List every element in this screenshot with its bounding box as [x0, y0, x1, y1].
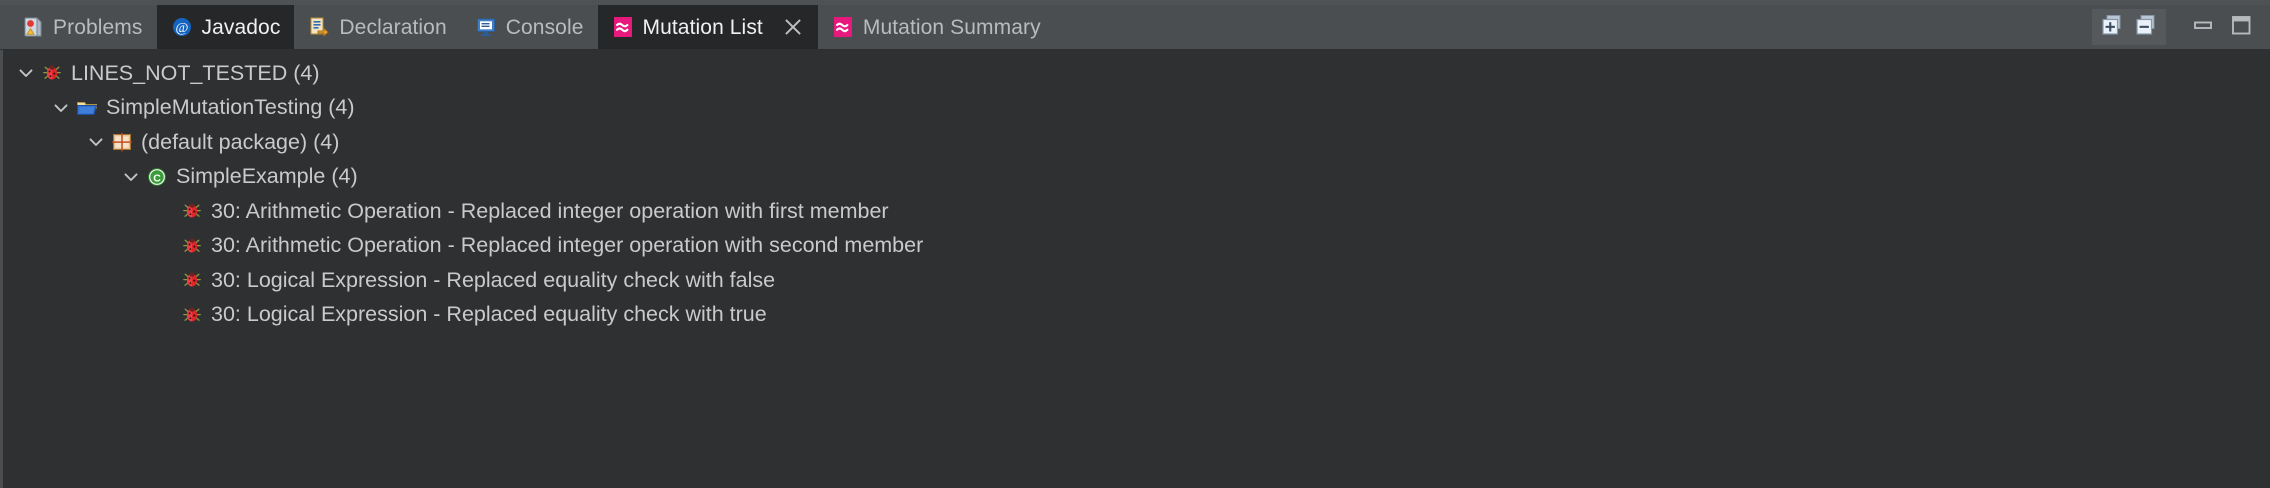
- tree-controls-group: [2092, 9, 2166, 45]
- tab-javadoc[interactable]: @ Javadoc: [156, 5, 295, 49]
- twisty-placeholder: [152, 263, 180, 297]
- close-icon[interactable]: [782, 16, 804, 38]
- twisty-placeholder: [152, 194, 180, 228]
- tree-row[interactable]: 30: Logical Expression - Replaced equali…: [3, 263, 2270, 298]
- twisty-placeholder: [152, 298, 180, 332]
- tree-row-label: (default package) (4): [141, 129, 340, 154]
- tab-mutation-summary-label: Mutation Summary: [862, 15, 1041, 39]
- tree-row[interactable]: (default package) (4): [3, 125, 2270, 160]
- folder-icon: [75, 96, 99, 120]
- collapse-all-icon: [2133, 12, 2159, 43]
- tree-row[interactable]: C SimpleExample (4): [3, 160, 2270, 195]
- bug-icon: [40, 61, 64, 85]
- tab-declaration[interactable]: Declaration: [294, 5, 460, 49]
- maximize-icon: [2228, 12, 2254, 43]
- mutation-wave-icon: [832, 16, 854, 38]
- expand-all-button[interactable]: [2095, 10, 2129, 44]
- tree-row[interactable]: LINES_NOT_TESTED (4): [3, 56, 2270, 91]
- tab-mutation-list[interactable]: Mutation List: [597, 5, 818, 49]
- problems-icon: [22, 16, 44, 38]
- tree-row-label: LINES_NOT_TESTED (4): [71, 60, 320, 85]
- tab-console[interactable]: Console: [461, 5, 598, 49]
- chevron-down-icon[interactable]: [47, 91, 75, 125]
- class-icon: C: [145, 165, 169, 189]
- bug-icon: [180, 199, 204, 223]
- tab-strip: Problems @ Javadoc: [0, 0, 1055, 49]
- tree-row-label: SimpleMutationTesting (4): [106, 95, 355, 119]
- svg-text:@: @: [175, 21, 188, 36]
- tab-mutation-summary[interactable]: Mutation Summary: [818, 5, 1055, 49]
- view-toolbar: [2092, 0, 2270, 49]
- minimize-button[interactable]: [2184, 10, 2222, 44]
- bug-icon: [180, 303, 204, 327]
- tree-row-label: 30: Arithmetic Operation - Replaced inte…: [211, 233, 924, 257]
- tab-javadoc-label: Javadoc: [201, 15, 281, 39]
- tab-problems[interactable]: Problems: [8, 5, 157, 49]
- tab-bar: Problems @ Javadoc: [0, 0, 2270, 50]
- tab-mutation-list-label: Mutation List: [642, 15, 763, 39]
- tree-row[interactable]: SimpleMutationTesting (4): [3, 91, 2270, 126]
- console-monitor-icon: [475, 16, 497, 38]
- mutation-tree[interactable]: LINES_NOT_TESTED (4) SimpleMutationTesti…: [0, 50, 2270, 488]
- tree-row-label: 30: Logical Expression - Replaced equali…: [211, 267, 776, 292]
- tree-row-label: 30: Logical Expression - Replaced equali…: [211, 302, 767, 326]
- package-icon: [110, 130, 134, 154]
- expand-all-icon: [2099, 12, 2125, 43]
- minimize-icon: [2190, 12, 2216, 43]
- chevron-down-icon[interactable]: [12, 56, 40, 90]
- javadoc-at-icon: @: [171, 16, 193, 38]
- tree-row[interactable]: 30: Arithmetic Operation - Replaced inte…: [3, 194, 2270, 229]
- bug-icon: [180, 268, 204, 292]
- tree-row[interactable]: 30: Arithmetic Operation - Replaced inte…: [3, 229, 2270, 264]
- collapse-all-button[interactable]: [2129, 10, 2163, 44]
- bug-icon: [180, 234, 204, 258]
- tab-problems-label: Problems: [53, 15, 143, 39]
- tab-console-label: Console: [505, 15, 584, 39]
- tree-row[interactable]: 30: Logical Expression - Replaced equali…: [3, 298, 2270, 333]
- tab-declaration-label: Declaration: [339, 15, 447, 39]
- chevron-down-icon[interactable]: [82, 125, 110, 159]
- twisty-placeholder: [152, 229, 180, 263]
- chevron-down-icon[interactable]: [117, 160, 145, 194]
- declaration-icon: [308, 16, 330, 38]
- maximize-button[interactable]: [2222, 10, 2260, 44]
- mutation-wave-icon: [612, 16, 634, 38]
- svg-text:C: C: [153, 172, 161, 184]
- tree-row-label: 30: Arithmetic Operation - Replaced inte…: [211, 198, 889, 223]
- tree-row-label: SimpleExample (4): [176, 164, 358, 188]
